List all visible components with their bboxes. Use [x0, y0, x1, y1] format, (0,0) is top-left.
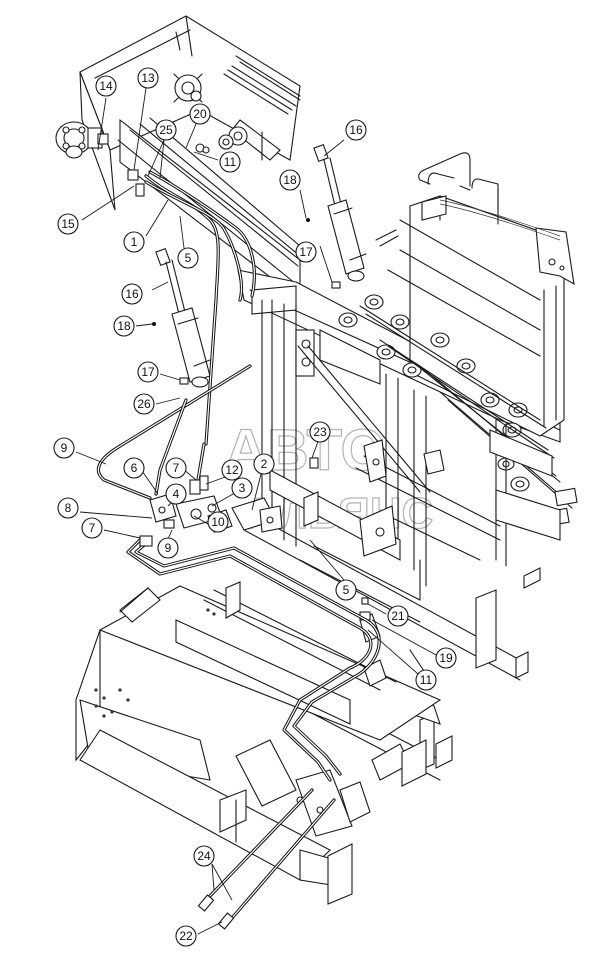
- callout-19: 19: [435, 647, 457, 669]
- callout-26: 26: [133, 393, 155, 415]
- callout-13: 13: [137, 67, 159, 89]
- svg-text:10: 10: [211, 515, 225, 529]
- callout-18-lower: 18: [113, 315, 135, 337]
- svg-text:12: 12: [225, 463, 239, 477]
- svg-text:14: 14: [99, 79, 113, 93]
- svg-text:4: 4: [173, 487, 180, 501]
- callout-12: 12: [221, 459, 243, 481]
- svg-text:19: 19: [439, 651, 453, 665]
- svg-text:20: 20: [193, 107, 207, 121]
- svg-text:8: 8: [65, 501, 72, 515]
- leader-lines: [75, 87, 439, 935]
- callout-labels: 14 13 20 25 11 16 18 15 1 5 17 16 18 17 …: [53, 67, 457, 947]
- callout-11-upper: 11: [219, 151, 241, 173]
- svg-text:5: 5: [343, 583, 350, 597]
- callout-22: 22: [175, 925, 197, 947]
- svg-text:18: 18: [117, 319, 131, 333]
- svg-text:22: 22: [179, 929, 193, 943]
- callout-7-lower: 7: [81, 517, 103, 539]
- svg-text:17: 17: [141, 365, 155, 379]
- callout-18-upper: 18: [279, 169, 301, 191]
- callout-2: 2: [253, 453, 275, 475]
- svg-text:16: 16: [349, 123, 363, 137]
- callout-17-upper: 17: [295, 241, 317, 263]
- hydraulic-cylinder-upper: [313, 144, 367, 282]
- callout-14: 14: [95, 75, 117, 97]
- svg-text:21: 21: [391, 609, 405, 623]
- svg-text:9: 9: [165, 541, 172, 555]
- callout-10: 10: [207, 511, 229, 533]
- svg-text:16: 16: [125, 287, 139, 301]
- hydraulic-hoses: [96, 170, 381, 930]
- callout-15: 15: [57, 213, 79, 235]
- callout-17-lower: 17: [137, 361, 159, 383]
- callout-5-upper: 5: [177, 247, 199, 269]
- callout-7-upper: 7: [165, 457, 187, 479]
- callout-9-upper: 9: [53, 437, 75, 459]
- callout-25: 25: [155, 119, 177, 141]
- callout-3: 3: [231, 477, 253, 499]
- svg-text:7: 7: [173, 461, 180, 475]
- svg-text:23: 23: [313, 425, 327, 439]
- lower-frame: [75, 581, 442, 905]
- svg-text:1: 1: [131, 235, 138, 249]
- callout-8: 8: [57, 497, 79, 519]
- svg-text:7: 7: [89, 521, 96, 535]
- svg-text:2: 2: [261, 457, 268, 471]
- svg-text:25: 25: [159, 123, 173, 137]
- svg-text:11: 11: [224, 155, 237, 169]
- svg-text:6: 6: [131, 461, 138, 475]
- callout-4: 4: [165, 483, 187, 505]
- svg-text:13: 13: [141, 71, 155, 85]
- callout-16-upper: 16: [345, 119, 367, 141]
- callout-11-lower: 11: [415, 669, 437, 691]
- callout-23: 23: [309, 421, 331, 443]
- svg-text:18: 18: [283, 173, 297, 187]
- hydraulic-cylinder-lower: [155, 248, 211, 388]
- svg-text:26: 26: [137, 397, 151, 411]
- svg-text:15: 15: [61, 217, 75, 231]
- central-brackets: [231, 439, 445, 687]
- svg-text:5: 5: [185, 251, 192, 265]
- callout-20: 20: [189, 103, 211, 125]
- svg-text:11: 11: [420, 673, 433, 687]
- svg-text:17: 17: [299, 245, 313, 259]
- hydraulic-motor: [55, 121, 109, 159]
- callout-21: 21: [387, 605, 409, 627]
- callout-16-lower: 16: [121, 283, 143, 305]
- svg-text:3: 3: [239, 481, 246, 495]
- callout-6: 6: [123, 457, 145, 479]
- svg-text:24: 24: [197, 849, 211, 863]
- svg-text:9: 9: [61, 441, 68, 455]
- callout-24: 24: [193, 845, 215, 867]
- valve-block: [139, 475, 233, 547]
- right-conveyor: [338, 152, 578, 567]
- callout-1: 1: [123, 231, 145, 253]
- callout-9-lower: 9: [157, 537, 179, 559]
- callout-5-lower: 5: [335, 579, 357, 601]
- watermark-line1: АВТО: [225, 418, 386, 483]
